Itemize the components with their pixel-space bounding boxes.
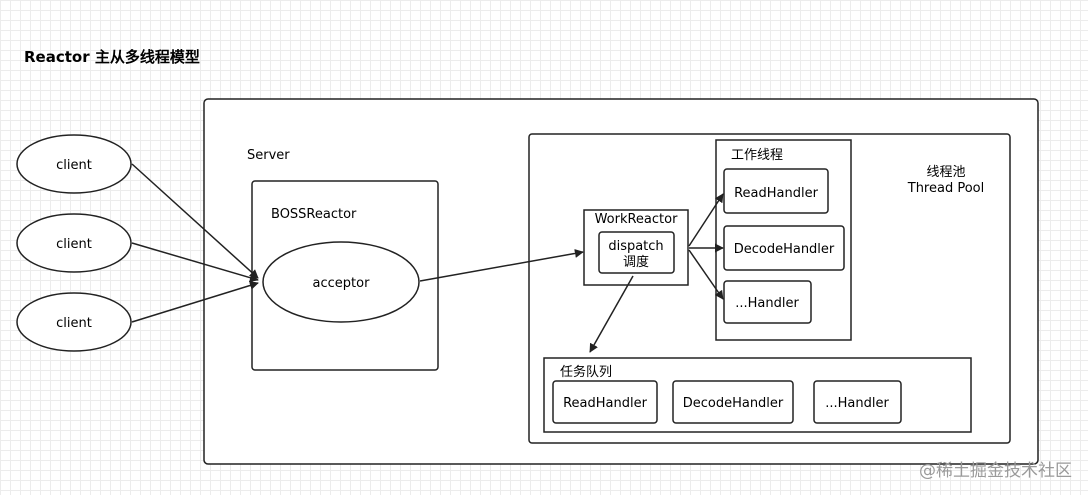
dispatch-label-cn: 调度 <box>623 254 649 270</box>
worker-read-handler-label: ReadHandler <box>734 186 819 201</box>
worker-decode-handler <box>723 225 845 271</box>
task-queue-label: 任务队列 <box>560 364 612 380</box>
acceptor-node <box>262 241 420 323</box>
server-label: Server <box>247 148 290 163</box>
worker-threads-label: 工作线程 <box>731 148 783 163</box>
arrow-acceptor-workreactor <box>419 248 584 282</box>
queue-decode-handler-label: DecodeHandler <box>683 396 784 411</box>
queue-other-handler-label: ...Handler <box>825 396 889 411</box>
arrow-dispatch-taskqueue <box>589 275 634 353</box>
arrow-client1-acceptor <box>131 163 259 279</box>
queue-decode-handler <box>672 380 794 424</box>
arrow-client2-acceptor <box>131 242 259 283</box>
worker-other-handler <box>723 280 812 324</box>
thread-pool-label-en: Thread Pool <box>907 181 984 196</box>
thread-pool-label-cn: 线程池 <box>926 165 965 180</box>
client-node-3 <box>16 292 132 352</box>
boss-reactor-label: BOSSReactor <box>271 207 357 222</box>
client-label-3: client <box>56 316 92 331</box>
worker-read-handler <box>723 168 829 214</box>
client-node-2 <box>16 213 132 273</box>
queue-other-handler <box>813 380 902 424</box>
diagram-title: Reactor 主从多线程模型 <box>24 48 200 66</box>
client-label-1: client <box>56 158 92 173</box>
work-reactor-label: WorkReactor <box>595 212 679 227</box>
arrow-client3-acceptor <box>131 281 259 323</box>
watermark: @稀土掘金技术社区 <box>919 461 1072 481</box>
acceptor-label: acceptor <box>313 276 371 291</box>
queue-read-handler-label: ReadHandler <box>563 396 648 411</box>
arrow-work-otherhandler <box>688 249 724 300</box>
worker-other-handler-label: ...Handler <box>735 296 799 311</box>
dispatch-label: dispatch <box>608 239 663 254</box>
worker-decode-handler-label: DecodeHandler <box>734 242 835 257</box>
client-node-1 <box>16 134 132 194</box>
arrow-work-readhandler <box>688 193 724 247</box>
queue-read-handler <box>552 380 658 424</box>
client-label-2: client <box>56 237 92 252</box>
dispatch-box <box>598 231 675 274</box>
